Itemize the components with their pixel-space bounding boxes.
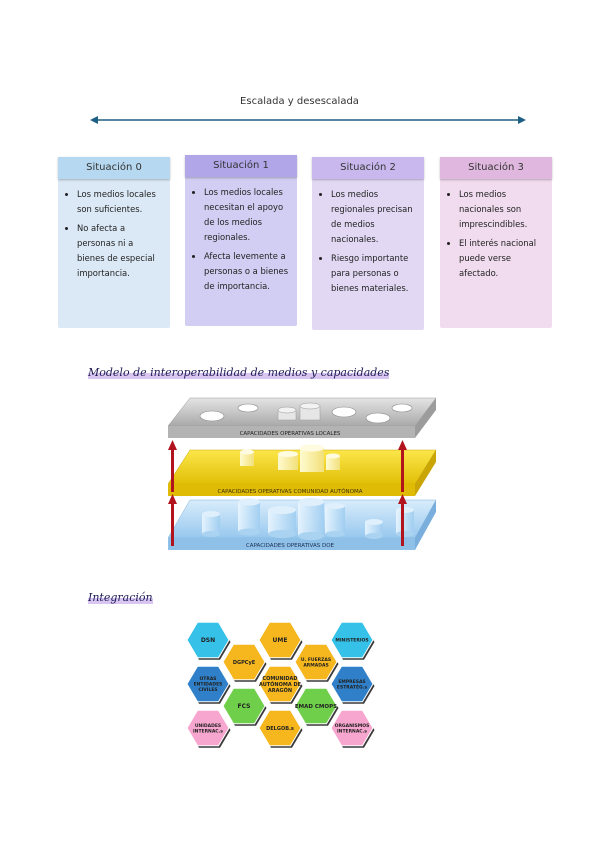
hex-label: CIVILES — [198, 687, 217, 693]
hex-label: MINISTERIOS — [335, 638, 368, 644]
integration-section-title: Integración — [88, 591, 153, 604]
scale-title: Escalada y desescalada — [240, 96, 359, 107]
situation-title: Situación 0 — [58, 157, 170, 179]
hex-cell: DSN — [186, 621, 231, 660]
situation-title: Situación 3 — [440, 157, 552, 179]
hex-label: INTERNAC.s — [337, 728, 367, 734]
hex-cell: DELGOB.s — [258, 709, 303, 748]
red-pillars — [168, 440, 407, 546]
hex-cell: MINISTERIOS — [330, 621, 375, 660]
situation-bullet: El interés nacional puede verse afectado… — [459, 236, 544, 281]
layer-doe-front — [168, 538, 415, 550]
situation-bullet: Los medios locales necesitan el apoyo de… — [204, 185, 289, 245]
escalation-arrow — [90, 116, 526, 124]
situation-card-3: Situación 3 Los medios nacionales son imp… — [440, 157, 552, 328]
layer-local-front — [168, 426, 415, 438]
hex-label: DSN — [201, 637, 215, 644]
situation-card-2: Situación 2 Los medios regionales precisa… — [312, 157, 424, 330]
hex-label: U. FUERZAS — [301, 657, 331, 663]
hex-label: FCS — [238, 703, 251, 710]
situation-card-1: Situación 1 Los medios locales necesitan … — [185, 155, 297, 326]
hex-label: INTERNAC.s — [193, 728, 223, 734]
situation-title: Situación 1 — [185, 155, 297, 177]
situation-bullet: Los medios nacionales son imprescindible… — [459, 187, 544, 232]
situation-bullet: Los medios regionales precisan de medios… — [331, 187, 416, 247]
hex-cell: DGPCyE — [222, 643, 267, 682]
hex-label: ARAGÓN — [268, 687, 292, 694]
layer-ca-label: CAPACIDADES OPERATIVAS COMUNIDAD AUTÓNOM… — [218, 488, 363, 495]
situation-card-0: Situación 0 Los medios locales son sufici… — [58, 157, 170, 328]
hex-label: OTRAS — [199, 676, 216, 682]
situation-title: Situación 2 — [312, 157, 424, 179]
interoperability-diagram: CAPACIDADES OPERATIVAS DOE CAPACIDADES O… — [167, 397, 437, 550]
model-section-title: Modelo de interoperabilidad de medios y … — [88, 366, 390, 379]
hex-label: DELGOB.s — [266, 726, 294, 732]
hex-label: ARMADAS — [303, 662, 328, 668]
hex-label: EMPRESAS — [338, 679, 365, 685]
hex-label: COMUNIDAD — [262, 676, 297, 682]
hex-label: ESTRATÉG.s — [337, 682, 368, 690]
hex-cell: FCS — [222, 687, 267, 726]
situation-bullet: Afecta levemente a personas o a bienes d… — [204, 249, 289, 294]
doe-cylinders — [202, 498, 414, 540]
hex-label: ENTIDADES — [194, 682, 223, 688]
ca-cylinders — [240, 444, 340, 472]
hex-cell: UME — [258, 621, 303, 660]
hex-label: ORGANISMOS — [335, 723, 370, 729]
layer-doe-label: CAPACIDADES OPERATIVAS DOE — [246, 543, 335, 549]
situation-bullet: Riesgo importante para personas o bienes… — [331, 251, 416, 296]
situation-bullet: No afecta a personas ni a bienes de espe… — [77, 221, 162, 281]
local-holes — [199, 402, 413, 424]
layer-local-label: CAPACIDADES OPERATIVAS LOCALES — [240, 431, 341, 437]
hex-label: EMAD CMOPS — [295, 704, 337, 710]
layer-ca-front — [168, 484, 415, 496]
integration-hex-diagram: DSN UME MINISTERIOS DGPCyE U. FUERZASARMADAS… — [186, 621, 375, 748]
hex-label: AUTÓNOMA DE — [259, 681, 302, 688]
hex-label: UME — [273, 637, 288, 644]
situation-bullet: Los medios locales son suficientes. — [77, 187, 162, 217]
hex-label: DGPCyE — [233, 660, 256, 666]
hex-cell: EMAD CMOPS — [294, 687, 339, 726]
hex-label: UNIDADES — [195, 723, 221, 729]
